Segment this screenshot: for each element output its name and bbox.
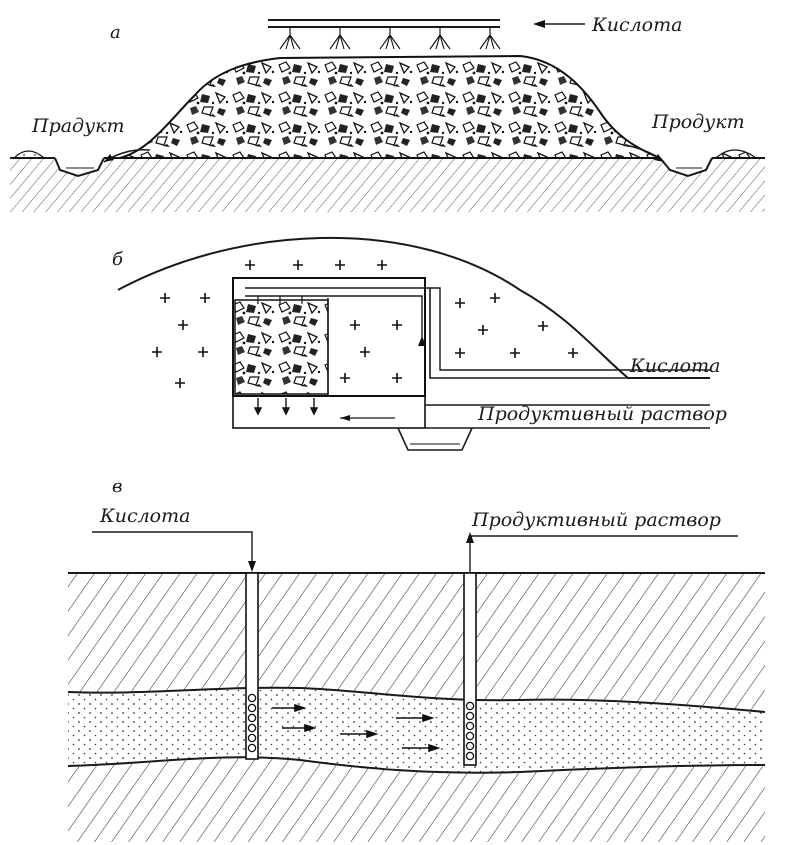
panel-b-letter: б bbox=[112, 249, 124, 270]
collector-channel bbox=[232, 395, 426, 429]
acid-pipe-loop bbox=[245, 287, 710, 379]
injection-well bbox=[245, 572, 259, 760]
panel-a-product-left-label: Прадукт bbox=[31, 115, 125, 137]
panel-b: б bbox=[112, 236, 727, 451]
panel-a-letter: а bbox=[110, 22, 121, 43]
panel-b-acid-label: Кислота bbox=[629, 355, 720, 377]
panel-a-acid-label: Кислота bbox=[591, 14, 682, 36]
spoil-pile-left bbox=[12, 150, 46, 159]
sprinklers bbox=[279, 27, 501, 50]
lower-stratum bbox=[68, 757, 765, 842]
panel-b-solution-label: Продуктивный раствор bbox=[477, 403, 727, 425]
panel-a-ground bbox=[10, 158, 765, 212]
upper-stratum bbox=[68, 573, 765, 712]
hill-outline bbox=[117, 236, 710, 379]
acid-inflow-line bbox=[92, 531, 253, 568]
panel-a: а Кислота П bbox=[10, 14, 765, 212]
panel-c-acid-label: Кислота bbox=[99, 505, 190, 527]
solution-outflow-line bbox=[469, 535, 738, 573]
panel-a-product-right-label: Продукт bbox=[651, 111, 745, 133]
panel-c-solution-label: Продуктивный раствор bbox=[471, 509, 721, 531]
sump bbox=[397, 427, 473, 451]
panel-c: в Кислота bbox=[67, 476, 766, 842]
ore-layer bbox=[68, 687, 765, 773]
spoil-pile-right bbox=[714, 149, 758, 159]
panel-c-letter: в bbox=[112, 476, 122, 497]
rock-markers bbox=[152, 260, 578, 388]
ore-heap bbox=[119, 54, 661, 159]
solution-flow-arrows bbox=[272, 703, 441, 753]
broken-ore-block bbox=[234, 299, 329, 395]
